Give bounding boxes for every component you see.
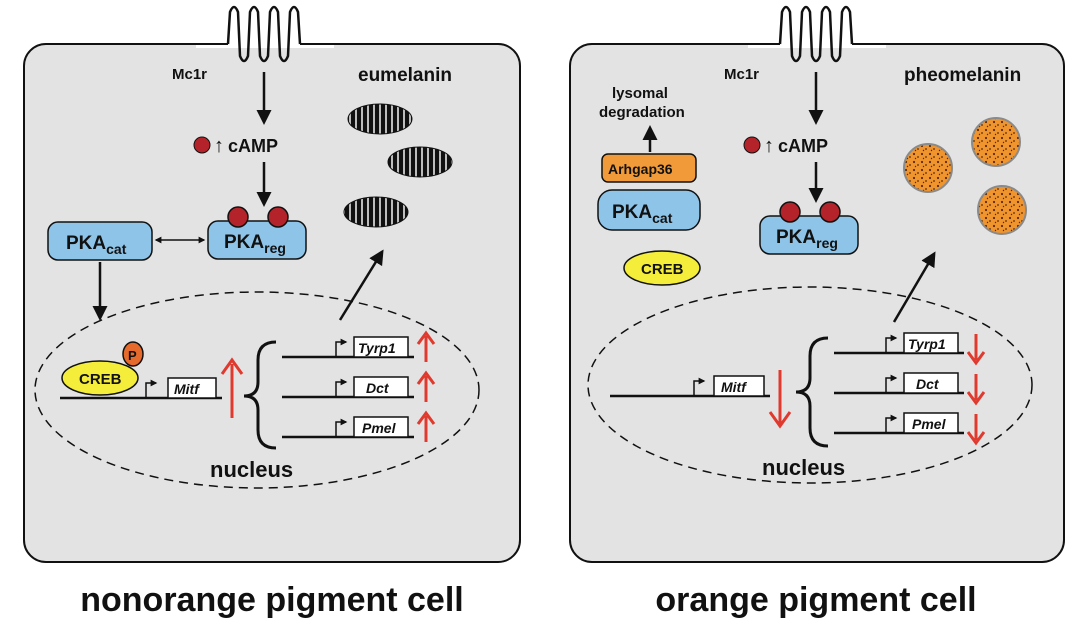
orange-cell: Mc1r ↑ cAMP PKAreg lysomal degradation A… xyxy=(569,5,1065,619)
promoter-arrow-icon xyxy=(885,374,898,393)
pka-reg-main: PKA xyxy=(224,232,264,253)
pka-cat-sub: cat xyxy=(652,210,673,226)
degradation-label-line2: degradation xyxy=(599,104,685,121)
nonorange-caption: nonorange pigment cell xyxy=(80,581,463,619)
eumelanin-label: eumelanin xyxy=(358,65,452,86)
receptor-label: Mc1r xyxy=(172,66,207,83)
receptor-label: Mc1r xyxy=(724,66,759,83)
gene-pmel-label: Pmel xyxy=(362,420,397,436)
promoter-arrow-icon xyxy=(693,377,706,396)
nonorange-cell: Mc1r ↑ cAMP PKAreg PKAcat nucleus xyxy=(23,5,521,619)
promoter-arrow-icon xyxy=(885,414,898,433)
camp-bound-icon xyxy=(267,206,289,228)
promoter-arrow-icon xyxy=(335,338,348,357)
degradation-label-line1: lysomal xyxy=(612,85,668,102)
phosphate-label: P xyxy=(128,348,137,363)
camp-up-arrow: ↑ xyxy=(764,135,774,157)
eumelanosome-icon xyxy=(347,103,413,135)
creb-protein xyxy=(623,250,701,286)
camp-molecule-icon xyxy=(743,136,761,154)
creb-label: CREB xyxy=(641,261,684,278)
gene-mitf-label: Mitf xyxy=(174,381,200,397)
arhgap36-pka-cat-complex: Arhgap36 PKAcat xyxy=(597,153,701,231)
pka-cat-sub: cat xyxy=(106,241,127,257)
creb-protein xyxy=(61,360,139,396)
pka-reg-complex: PKAreg xyxy=(759,201,859,255)
mc1r-receptor-icon xyxy=(226,5,302,63)
gene-dct-label: Dct xyxy=(366,380,390,396)
camp-bound-icon xyxy=(819,201,841,223)
phosphate-icon xyxy=(122,341,144,367)
gene-dct-label: Dct xyxy=(916,376,940,392)
svg-text:PKAcat: PKAcat xyxy=(612,202,673,226)
gene-tyrp1-label: Tyrp1 xyxy=(908,336,946,352)
nucleus-label: nucleus xyxy=(762,455,845,480)
pka-cat-main: PKA xyxy=(66,233,106,254)
camp-label: cAMP xyxy=(228,136,278,156)
svg-text:PKAcat: PKAcat xyxy=(66,233,127,257)
promoter-arrow-icon xyxy=(885,334,898,353)
creb-label: CREB xyxy=(79,371,122,388)
pka-reg-sub: reg xyxy=(816,235,838,251)
pka-cat-main: PKA xyxy=(612,202,652,223)
camp-bound-icon xyxy=(227,206,249,228)
promoter-arrow-icon xyxy=(335,418,348,437)
camp-molecule-icon xyxy=(193,136,211,154)
nucleus-envelope xyxy=(34,291,480,489)
arhgap36-label: Arhgap36 xyxy=(608,161,673,177)
svg-text:PKAreg: PKAreg xyxy=(776,227,838,251)
gene-tyrp1-label: Tyrp1 xyxy=(358,340,396,356)
gene-mitf-label: Mitf xyxy=(721,379,747,395)
eumelanosome-icon xyxy=(387,146,453,178)
pheomelanosome-icon xyxy=(971,117,1021,167)
gene-pmel-label: Pmel xyxy=(912,416,947,432)
eumelanosome-icon xyxy=(343,196,409,228)
nucleus-envelope xyxy=(587,286,1033,484)
brace-icon xyxy=(243,340,277,450)
cell-body xyxy=(23,43,521,563)
camp-label: cAMP xyxy=(778,136,828,156)
pka-cat-complex: PKAcat xyxy=(47,221,153,261)
brace-icon xyxy=(795,336,829,448)
nucleus-label: nucleus xyxy=(210,457,293,482)
svg-text:PKAreg: PKAreg xyxy=(224,232,286,256)
pheomelanin-label: pheomelanin xyxy=(904,65,1021,86)
camp-bound-icon xyxy=(779,201,801,223)
promoter-arrow-icon xyxy=(335,378,348,397)
pka-reg-main: PKA xyxy=(776,227,816,248)
pka-reg-complex: PKAreg xyxy=(207,206,307,260)
pheomelanosome-icon xyxy=(977,185,1027,235)
pka-reg-sub: reg xyxy=(264,240,286,256)
pheomelanosome-icon xyxy=(903,143,953,193)
camp-up-arrow: ↑ xyxy=(214,135,224,157)
orange-caption: orange pigment cell xyxy=(655,581,976,619)
mc1r-receptor-icon xyxy=(778,5,854,63)
promoter-arrow-icon xyxy=(145,379,158,398)
